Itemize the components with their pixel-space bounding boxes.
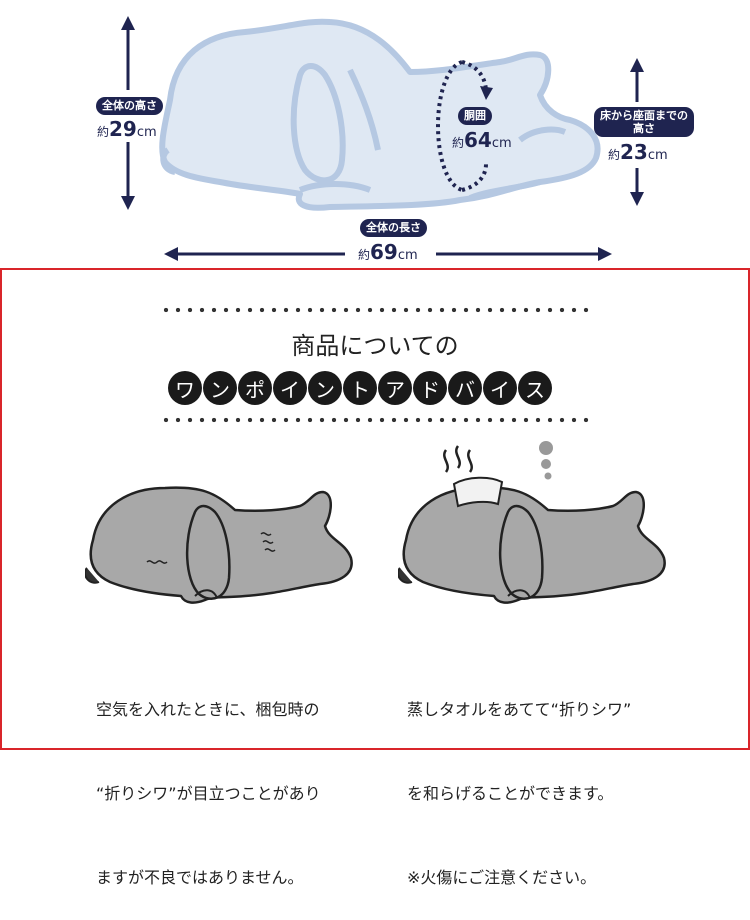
height-value: 29 (109, 117, 137, 141)
subtitle-char: ン (203, 371, 237, 405)
subtitle-char: イ (483, 371, 517, 405)
note-right-line3: ※火傷にご注意ください。 (407, 868, 597, 887)
seat-height-value: 23 (620, 140, 648, 164)
seat-height-measure: 約23cm (608, 140, 668, 164)
subtitle-char: ト (343, 371, 377, 405)
note-left-line3: ますが不良ではありません。 (96, 868, 304, 887)
length-label: 全体の長さ (360, 219, 427, 237)
seat-height-label-line2: 高さ (633, 122, 655, 135)
note-right-line2: を和らげることができます。 (407, 784, 614, 803)
spec-diagram: 全体の高さ 約29cm 胴囲 約64cm 床から座面までの 高さ 約23cm 全… (0, 0, 750, 268)
length-measure: 約69cm (358, 240, 418, 264)
advice-note-right: 蒸しタオルをあてて“折りシワ” を和らげることができます。 ※火傷にご注意くださ… (407, 640, 631, 920)
advice-subtitle: ワ ン ポ イ ン ト ア ド バ イ ス (168, 371, 553, 405)
subtitle-char: イ (273, 371, 307, 405)
towel-dog-illustration (398, 441, 666, 604)
waist-prefix: 約 (452, 136, 465, 150)
subtitle-char: ワ (168, 371, 202, 405)
advice-title: 商品についての (291, 332, 459, 360)
subtitle-char: ス (518, 371, 552, 405)
dotted-divider-bottom (160, 417, 590, 423)
subtitle-char: ポ (238, 371, 272, 405)
subtitle-char: ド (413, 371, 447, 405)
subtitle-char: ア (378, 371, 412, 405)
seat-height-label-line1: 床から座面までの (600, 109, 688, 122)
height-label: 全体の高さ (96, 97, 163, 115)
seat-height-unit: cm (647, 148, 668, 163)
wrinkled-dog-illustration (85, 486, 353, 604)
waist-unit: cm (491, 136, 512, 151)
note-left-line2: “折りシワ”が目立つことがあり (96, 784, 321, 803)
note-left-line1: 空気を入れたときに、梱包時の (96, 700, 320, 719)
waist-value: 64 (464, 128, 492, 152)
seat-height-label: 床から座面までの 高さ (594, 107, 694, 137)
note-right-line1: 蒸しタオルをあてて“折りシワ” (407, 700, 632, 719)
dotted-divider-top (160, 307, 590, 313)
advice-panel (0, 268, 750, 750)
subtitle-char: バ (448, 371, 482, 405)
length-value: 69 (370, 240, 398, 264)
advice-note-left: 空気を入れたときに、梱包時の “折りシワ”が目立つことがあり ますが不良ではあり… (96, 640, 321, 920)
waist-measure: 約64cm (452, 128, 512, 152)
blue-dog-illustration (121, 16, 644, 261)
height-unit: cm (136, 125, 157, 140)
length-unit: cm (397, 248, 418, 263)
length-prefix: 約 (358, 248, 371, 262)
seat-height-prefix: 約 (608, 148, 621, 162)
height-measure: 約29cm (97, 117, 157, 141)
height-prefix: 約 (97, 125, 110, 139)
subtitle-char: ン (308, 371, 342, 405)
waist-label: 胴囲 (458, 107, 492, 125)
